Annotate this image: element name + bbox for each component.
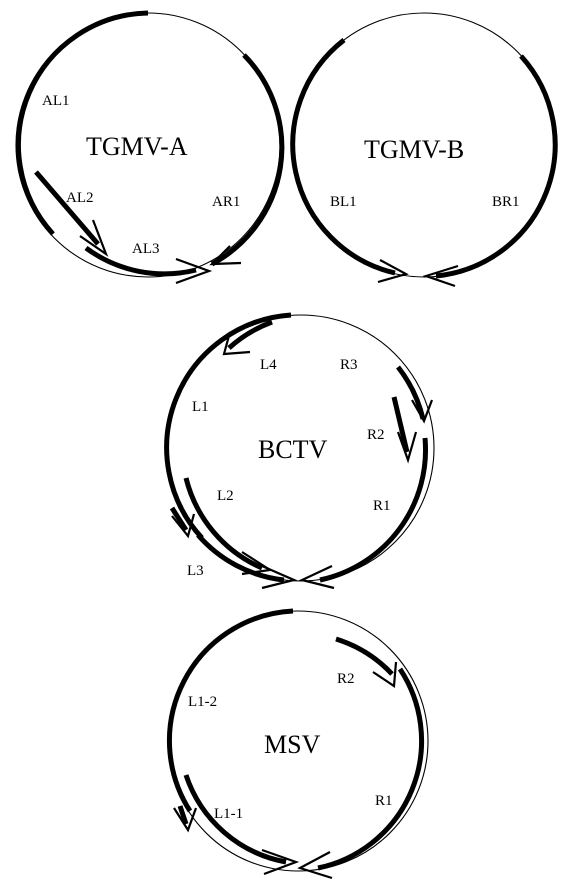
orf-r1-arc [317, 667, 425, 871]
orf-ar1-arrowhead [209, 245, 242, 266]
orf-label-r2: R2 [367, 427, 385, 443]
genome-title: TGMV-A [86, 132, 188, 161]
orf-label-r2: R2 [337, 671, 355, 687]
orf-al2-arrow [34, 170, 100, 246]
orf-bl1-arc [290, 38, 396, 276]
orf-r1-arrowhead [297, 851, 333, 880]
orf-l3-arrowhead [261, 564, 298, 590]
orf-br1-arc [435, 54, 558, 279]
orf-r3-arrowhead [411, 399, 434, 424]
orf-al3-arrow [84, 245, 197, 277]
orf-al2-arrowhead [79, 219, 109, 257]
orf-r2-arrowhead [372, 661, 398, 688]
orf-r3-arc [396, 365, 426, 420]
orf-label-al3: AL3 [132, 241, 160, 257]
orf-l1-1-arrow [183, 774, 287, 865]
orf-ar1-arc [210, 53, 285, 267]
orf-l3-tail-arrowhead [171, 513, 196, 539]
orf-label-ar1: AR1 [212, 194, 240, 210]
orf-label-bl1: BL1 [330, 194, 357, 210]
orf-al1-arc [16, 10, 149, 236]
orf-l3-tail [169, 506, 189, 532]
orf-r1-arc [319, 437, 429, 583]
orf-r2-arrow [391, 396, 410, 453]
orf-l1-2-arrowhead [173, 807, 198, 833]
genome-title: MSV [264, 730, 321, 759]
orf-label-l2: L2 [217, 488, 234, 504]
genome-map-tgmv-b: TGMV-B BL1 BR1 [290, 12, 558, 288]
orf-label-l1-2: L1-2 [188, 694, 217, 710]
orf-l1-1-arrowhead [261, 848, 300, 876]
orf-label-al2: AL2 [66, 190, 94, 206]
orf-r2-arrowhead [396, 431, 418, 464]
orf-l1-arc [164, 312, 292, 540]
orf-label-r1: R1 [373, 498, 391, 514]
orf-l1-2-arc [166, 608, 294, 813]
orf-label-r1: R1 [375, 793, 393, 809]
orf-label-l1: L1 [192, 399, 209, 415]
orf-label-l1-1: L1-1 [214, 806, 243, 822]
orf-l4-arrow [227, 319, 273, 350]
genome-title: TGMV-B [364, 135, 464, 164]
orf-l4-arrowhead [222, 331, 251, 356]
orf-label-al1: AL1 [42, 93, 70, 109]
orf-al3-arrowhead [175, 257, 213, 285]
orf-r1-arrowhead [298, 565, 335, 590]
orf-l2-arrow [183, 477, 263, 571]
orf-l3-arc [196, 533, 285, 583]
orf-label-br1: BR1 [492, 194, 520, 210]
orf-br1-arrowhead [422, 264, 459, 288]
orf-label-r3: R3 [340, 357, 358, 373]
genome-map-bctv: BCTV L4 R3 L1 R2 L2 R1 L3 [164, 312, 435, 590]
genome-map-msv: MSV R2 L1-2 R1 L1-1 [166, 608, 429, 880]
orf-r2-arrow [335, 636, 394, 676]
orf-bl1-arrowhead [377, 259, 409, 284]
genome-title: BCTV [258, 435, 328, 464]
orf-label-l3: L3 [187, 563, 204, 579]
orf-l1-2-arrow-tail [177, 805, 189, 825]
genome-map-tgmv-a: TGMV-A AL1 AL2 AL3 AR1 [15, 10, 285, 285]
orf-label-l4: L4 [260, 357, 277, 373]
